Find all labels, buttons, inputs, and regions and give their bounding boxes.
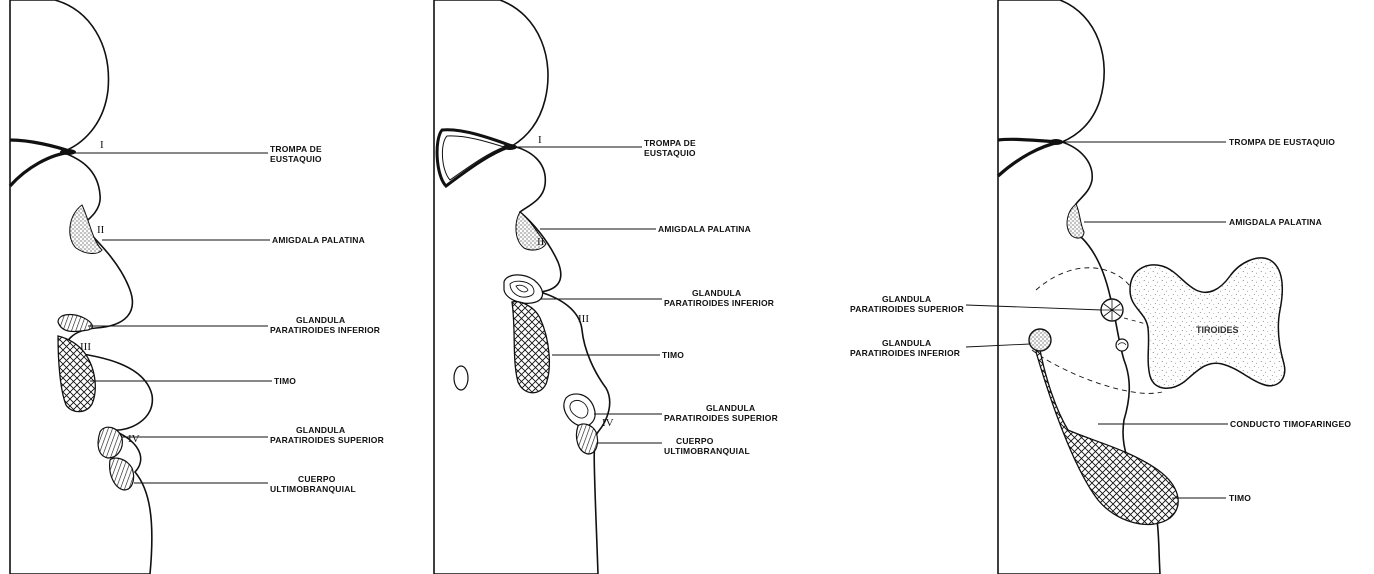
eustachian-tube-1 xyxy=(10,140,72,186)
label-trompa-2b: EUSTAQUIO xyxy=(644,148,696,158)
label-par-inf-3a: GLANDULA xyxy=(882,338,931,348)
inferior-parathyroid-2 xyxy=(504,275,543,303)
label-par-sup-1a: GLANDULA xyxy=(296,425,345,435)
label-amigdala-3: AMIGDALA PALATINA xyxy=(1229,217,1322,227)
label-par-inf-2a: GLANDULA xyxy=(692,288,741,298)
label-timo-1: TIMO xyxy=(274,376,296,386)
thymus-2 xyxy=(512,302,549,393)
panel-2: I II III IV TROMPA DE EUSTAQUIO AMIGDALA… xyxy=(434,0,778,574)
label-trompa-2a: TROMPA DE xyxy=(644,138,696,148)
palatine-tonsil-3 xyxy=(1067,204,1084,238)
vesicle-2 xyxy=(454,366,468,390)
label-amigdala-2: AMIGDALA PALATINA xyxy=(658,224,751,234)
label-par-sup-3b: PARATIROIDES SUPERIOR xyxy=(850,304,964,314)
label-conducto-3: CONDUCTO TIMOFARINGEO xyxy=(1230,419,1351,429)
label-par-inf-2b: PARATIROIDES INFERIOR xyxy=(664,298,774,308)
ultimobranchial-body-2 xyxy=(576,424,597,454)
ultimobranchial-body-3 xyxy=(1116,339,1128,351)
label-par-inf-1b: PARATIROIDES INFERIOR xyxy=(270,325,380,335)
arch-i-label-2: I xyxy=(538,134,542,146)
panel-1: I II III IV TROMPA DE EUSTAQUIO AMIGDALA… xyxy=(10,0,384,574)
ultimobranchial-body-1 xyxy=(110,458,134,490)
label-cuerpo-2b: ULTIMOBRANQUIAL xyxy=(664,446,750,456)
arch-ii-label-2: II xyxy=(537,236,545,248)
arch-iv-label-1: IV xyxy=(128,433,140,445)
arch-i-label-1: I xyxy=(100,139,104,151)
eustachian-tube-3 xyxy=(998,139,1060,176)
thyroid-gland xyxy=(1130,258,1285,388)
label-par-inf-3b: PARATIROIDES INFERIOR xyxy=(850,348,960,358)
pharyngeal-wall-1 xyxy=(10,0,152,574)
superior-parathyroid-1 xyxy=(98,427,122,458)
label-amigdala-1: AMIGDALA PALATINA xyxy=(272,235,365,245)
label-trompa-1b: EUSTAQUIO xyxy=(270,154,322,164)
superior-parathyroid-2 xyxy=(564,394,595,426)
thyroid-label: TIROIDES xyxy=(1196,325,1239,335)
label-trompa-3: TROMPA DE EUSTAQUIO xyxy=(1229,137,1335,147)
label-cuerpo-2a: CUERPO xyxy=(676,436,714,446)
label-trompa-1a: TROMPA DE xyxy=(270,144,322,154)
arch-iv-label-2: IV xyxy=(602,417,614,429)
arch-iii-label-2: III xyxy=(578,313,589,325)
arch-ii-label-1: II xyxy=(97,224,105,236)
label-par-sup-2a: GLANDULA xyxy=(706,403,755,413)
label-timo-3: TIMO xyxy=(1229,493,1251,503)
label-par-sup-2b: PARATIROIDES SUPERIOR xyxy=(664,413,778,423)
label-par-inf-1a: GLANDULA xyxy=(296,315,345,325)
label-par-sup-3a: GLANDULA xyxy=(882,294,931,304)
label-par-sup-1b: PARATIROIDES SUPERIOR xyxy=(270,435,384,445)
panel-3: TIROIDES TROMPA DE EUSTAQUIO AMIGDALA PA… xyxy=(850,0,1351,574)
label-cuerpo-1b: ULTIMOBRANQUIAL xyxy=(270,484,356,494)
label-timo-2: TIMO xyxy=(662,350,684,360)
label-cuerpo-1a: CUERPO xyxy=(298,474,336,484)
inferior-parathyroid-1 xyxy=(58,315,92,332)
arch-iii-label-1: III xyxy=(80,341,91,353)
inferior-parathyroid-3 xyxy=(1029,329,1051,351)
